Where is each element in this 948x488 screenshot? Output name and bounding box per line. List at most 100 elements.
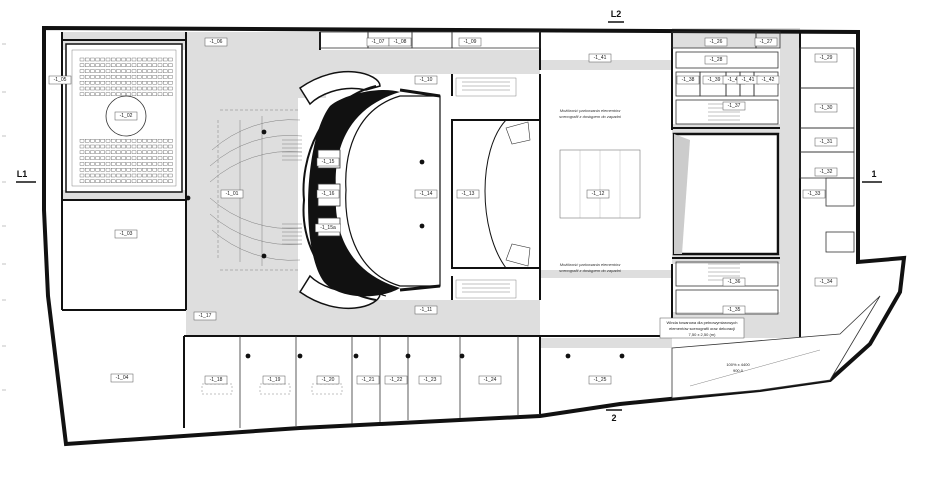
ramp-note: 100% x 4400 900,0 [726, 362, 750, 373]
seat [157, 86, 163, 91]
seat [121, 156, 126, 160]
seat [79, 144, 85, 149]
room-label-text: -1_31 [820, 139, 833, 145]
seat [131, 144, 137, 149]
room-label-box [316, 189, 340, 199]
room-labels: -1_06-1_05-1_02-1_03-1_04-1_01-1_17-1_07… [48, 37, 838, 385]
seat [79, 156, 85, 160]
room-label-text: -1_16 [322, 191, 335, 197]
seat [116, 179, 121, 183]
seat [95, 57, 100, 62]
seat [95, 162, 100, 166]
seat [137, 63, 142, 67]
seat [157, 139, 163, 143]
seat [85, 162, 90, 166]
seat [147, 150, 152, 154]
seat [126, 69, 131, 73]
seat [105, 92, 111, 96]
room-label-box [814, 103, 838, 113]
seat [163, 168, 168, 172]
seat [142, 57, 147, 62]
column [459, 353, 465, 359]
room-label-text: -1_40 [728, 77, 741, 83]
seat [105, 81, 111, 85]
seat [79, 168, 85, 172]
seat [168, 92, 173, 96]
seat [90, 69, 95, 73]
stage [451, 77, 541, 299]
seat [90, 86, 95, 91]
seat [105, 162, 111, 166]
room-label-r05: -1_05 [48, 75, 72, 85]
seat [100, 92, 105, 96]
seat [147, 144, 152, 149]
seat [90, 144, 95, 149]
room-label-box [204, 375, 228, 385]
seat [142, 63, 147, 67]
room-label-text: -1_32 [820, 169, 833, 175]
seat [147, 162, 152, 166]
seat [137, 57, 142, 62]
room-label-box [114, 111, 138, 121]
room-label-r15a: -1_15a [315, 223, 341, 233]
seat [131, 168, 137, 172]
room-label-box [588, 53, 612, 63]
room-label-r22: -1_22 [384, 375, 408, 385]
seat [79, 86, 85, 91]
seat [121, 69, 126, 73]
room-label-box [316, 157, 340, 167]
seat [121, 150, 126, 154]
auditorium-shell [298, 70, 441, 310]
room-label-box [388, 37, 412, 47]
seat [111, 63, 116, 67]
seat [111, 144, 116, 149]
seat [142, 75, 147, 79]
seat [126, 144, 131, 149]
rehearsal-seating [79, 57, 173, 183]
seat [116, 144, 121, 149]
column [353, 353, 359, 359]
seat [142, 173, 147, 178]
seat [111, 75, 116, 79]
seat [100, 162, 105, 166]
seat [126, 156, 131, 160]
seat [111, 139, 116, 143]
room-label-r18: -1_18 [204, 375, 228, 385]
seat [168, 179, 173, 183]
seat [121, 173, 126, 178]
seat [95, 69, 100, 73]
seat [142, 92, 147, 96]
seat [168, 144, 173, 149]
seat [100, 57, 105, 62]
lift-note-line-2: elementów scenografii oraz dekoracji [669, 326, 735, 331]
column [565, 353, 571, 359]
seat [142, 144, 147, 149]
seat [142, 86, 147, 91]
room-label-text: -1_38 [682, 77, 695, 83]
seat [163, 57, 168, 62]
seat [85, 179, 90, 183]
room-label-r17: -1_17 [193, 311, 217, 321]
seat [137, 150, 142, 154]
room-label-text: -1_11 [420, 307, 433, 313]
column [185, 195, 191, 201]
section-mark-left: L1 [17, 169, 28, 179]
seat [100, 168, 105, 172]
seat [116, 63, 121, 67]
seat [131, 63, 137, 67]
seat [126, 179, 131, 183]
seat [90, 173, 95, 178]
room-label-r13: -1_13 [456, 189, 480, 199]
seat [137, 139, 142, 143]
seat [100, 173, 105, 178]
room-label-box [756, 75, 780, 85]
ramp-note-line-1: 100% x 4400 [726, 362, 750, 367]
seat [126, 57, 131, 62]
seat [126, 139, 131, 143]
room-label-text: -1_22 [390, 377, 403, 383]
seat [163, 162, 168, 166]
seat [85, 63, 90, 67]
seat [79, 69, 85, 73]
seat [131, 179, 137, 183]
seat [142, 81, 147, 85]
